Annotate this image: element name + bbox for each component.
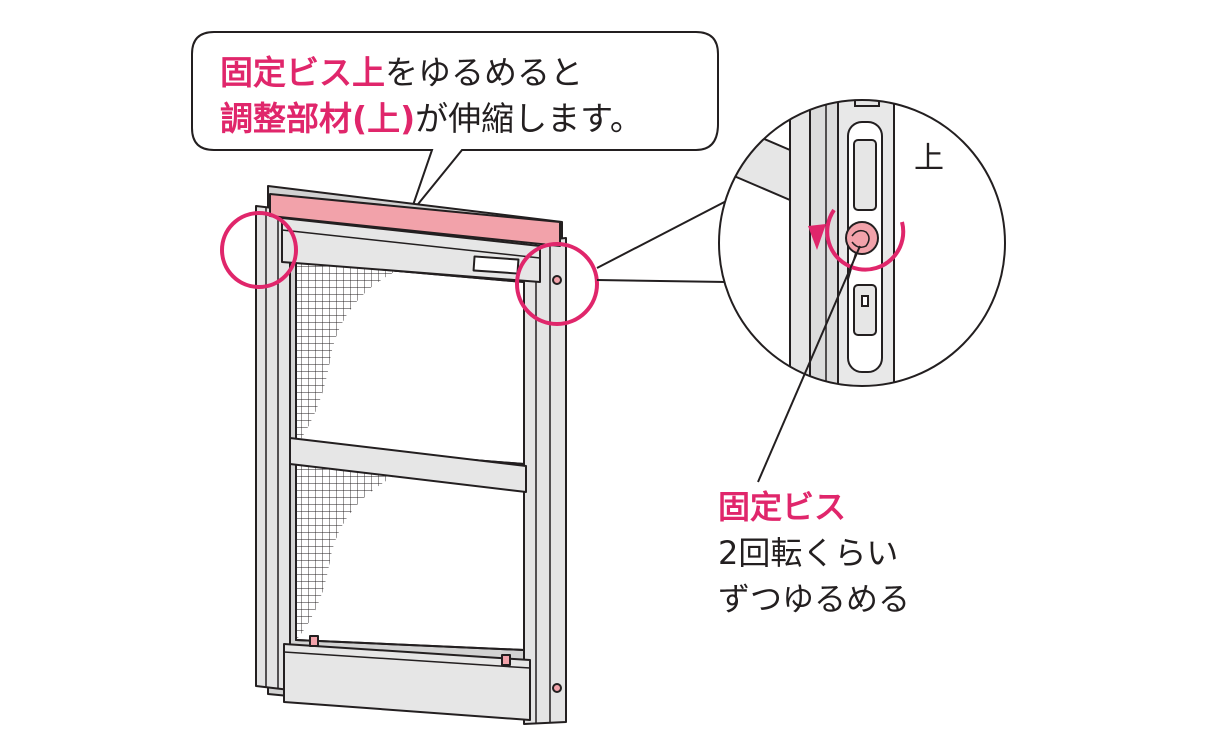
upper-right-screw [552,275,562,285]
zoom-leader-bottom [596,279,728,283]
rotation-arrow [825,208,906,272]
bottom-screw-left [309,635,319,647]
screw-note: 固定ビス 2回転くらい ずつゆるめる [718,488,910,618]
middle-rail [289,437,527,493]
zoom-detail: 上 [718,99,1006,387]
callout-highlight-2: 調整部材(上) [220,99,415,138]
callout-highlight-1: 固定ビス上 [220,53,385,92]
svg-text:固定ビス上をゆるめると: 固定ビス上をゆるめると [220,53,583,92]
highlight-circle-right [515,242,599,326]
screw-note-title: 固定ビス [718,488,846,526]
svg-text:調整部材(上)が伸縮します。: 調整部材(上)が伸縮します。 [220,99,643,138]
highlight-circle-left [220,211,298,289]
label-plate [472,255,520,275]
screw-note-line1: 2回転くらい [718,534,898,572]
bottom-screw-right [501,654,511,666]
bottom-rail [283,643,531,721]
lower-right-screw [552,683,562,693]
callout-text-2: が伸縮します。 [415,99,643,138]
fixing-screw-detail [845,221,879,255]
zoom-leader-top [596,195,737,269]
screw-leader [757,245,861,483]
callout-text-1: をゆるめると [385,53,583,92]
screw-note-line2: ずつゆるめる [718,580,910,618]
speech-bubble: 固定ビス上をゆるめると 調整部材(上)が伸縮します。 [191,31,719,215]
right-stile [523,237,567,725]
direction-label-up: 上 [914,141,944,176]
screen-door [255,185,567,725]
